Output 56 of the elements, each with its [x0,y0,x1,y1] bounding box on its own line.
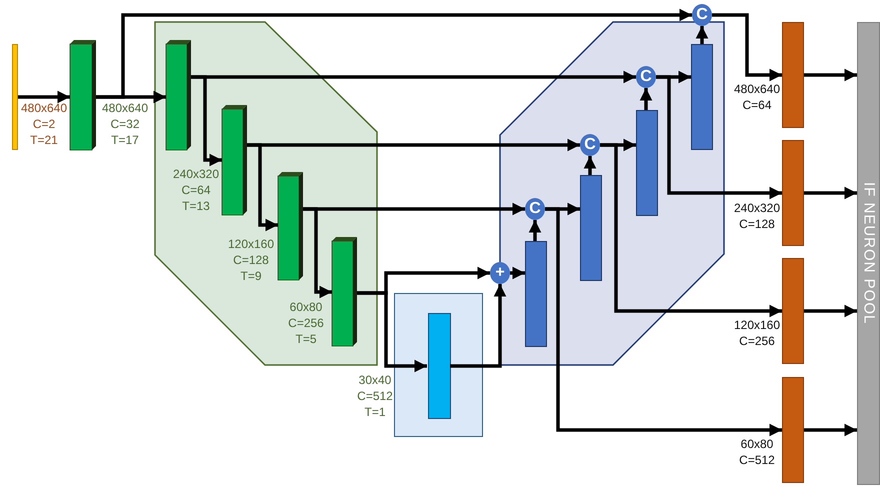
operator-symbol: + [495,265,505,281]
conv-block [70,40,96,150]
output-head-bar [782,377,804,483]
size-label: 480x640 C=2 T=21 [20,100,68,148]
arrow [804,304,857,318]
arrow [804,424,857,436]
arrow [303,202,525,216]
arrow [696,26,708,44]
operator-symbol: C [584,137,596,153]
input-bar [12,44,18,150]
size-label: 30x40 C=512 T=1 [357,372,393,420]
size-label: 480x640 C=64 [734,81,780,113]
arrow [247,138,580,152]
decoder-block [636,110,658,216]
size-label: 240x320 C=128 [734,200,780,232]
decoder-block [691,44,713,150]
size-label: 60x80 C=512 [739,436,775,468]
conv-block [222,105,247,215]
arrow [510,266,525,280]
arrow [528,220,542,241]
output-head-bar [782,140,804,246]
decoder-block [525,241,547,347]
arrow [191,70,636,84]
operator-symbol: C [696,7,708,23]
size-label: 480x640 C=32 T=17 [102,100,148,148]
arrow [450,284,506,368]
conv-block [166,40,191,150]
arrow [804,68,857,82]
size-label: 120x160 C=128 T=9 [228,236,274,284]
size-label: 120x160 C=256 [734,317,780,349]
neuron-pool-panel [857,22,880,485]
size-label: 60x80 C=256 T=5 [288,299,324,347]
arrow [804,186,857,200]
arrow [96,8,692,99]
decoder-block [580,175,602,281]
bottleneck-bar [428,313,451,419]
concat-circle [692,4,712,26]
arrow [584,156,596,175]
arrow [640,88,652,110]
arrow [357,266,490,295]
operator-symbol: C [640,69,652,85]
encoder-region [155,22,377,365]
arrow [656,75,782,200]
output-head-bar [782,258,804,364]
conv-block [332,237,357,346]
output-head-bar [782,22,804,128]
pool-label: IF NEURON POOL [860,182,878,325]
arrow [600,143,782,318]
arrow [545,207,782,436]
size-label: 240x320 C=64 T=13 [172,166,220,214]
add-circle [490,262,510,284]
conv-block [278,172,303,280]
operator-symbol: C [529,201,541,217]
arrow [18,90,70,104]
bottleneck-box [394,293,483,437]
arrow [712,13,782,82]
